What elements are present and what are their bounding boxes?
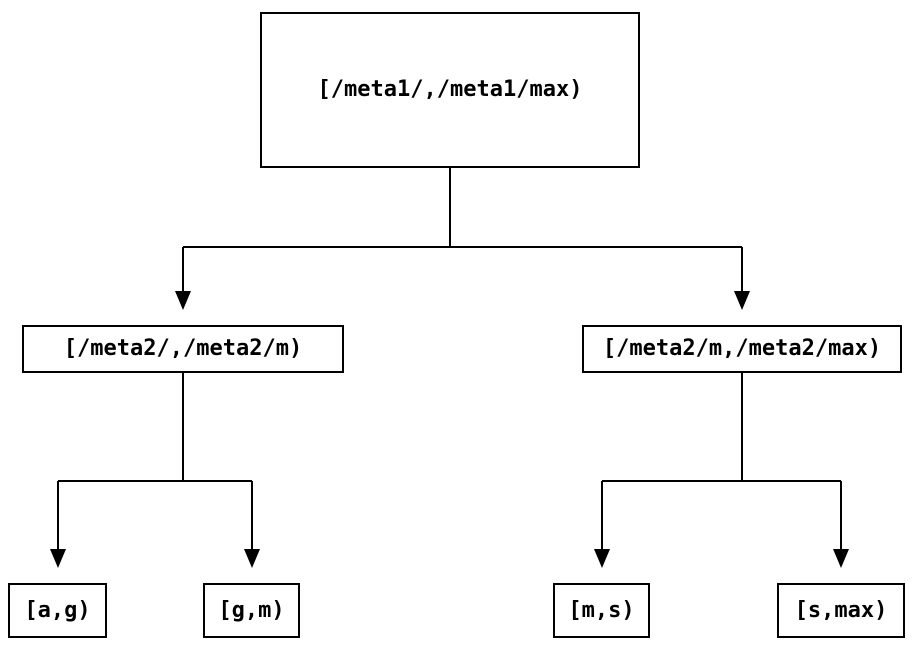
node-leaf-smax-label: [s,max)	[794, 597, 888, 623]
node-leaf-ms: [m,s)	[553, 583, 650, 638]
node-leaf-gm: [g,m)	[203, 583, 300, 638]
node-leaf-smax: [s,max)	[777, 583, 905, 638]
node-level2-left-label: [/meta2/,/meta2/m)	[63, 336, 303, 361]
node-leaf-ag: [a,g)	[8, 583, 107, 638]
node-leaf-ag-label: [a,g)	[24, 597, 91, 623]
node-level2-right-label: [/meta2/m,/meta2/max)	[602, 336, 882, 361]
node-leaf-ms-label: [m,s)	[568, 597, 635, 623]
node-root: [/meta1/,/meta1/max)	[260, 12, 640, 168]
node-root-label: [/meta1/,/meta1/max)	[317, 77, 583, 102]
arrowhead-to-leaf-gm	[244, 549, 260, 568]
arrowhead-to-left	[175, 291, 191, 310]
node-level2-right: [/meta2/m,/meta2/max)	[582, 325, 902, 373]
arrowhead-to-leaf-smax	[833, 549, 849, 568]
arrowhead-to-leaf-ms	[594, 549, 610, 568]
arrowhead-to-right	[734, 291, 750, 310]
node-level2-left: [/meta2/,/meta2/m)	[22, 325, 344, 373]
node-leaf-gm-label: [g,m)	[218, 597, 285, 623]
arrowhead-to-leaf-ag	[50, 549, 66, 568]
